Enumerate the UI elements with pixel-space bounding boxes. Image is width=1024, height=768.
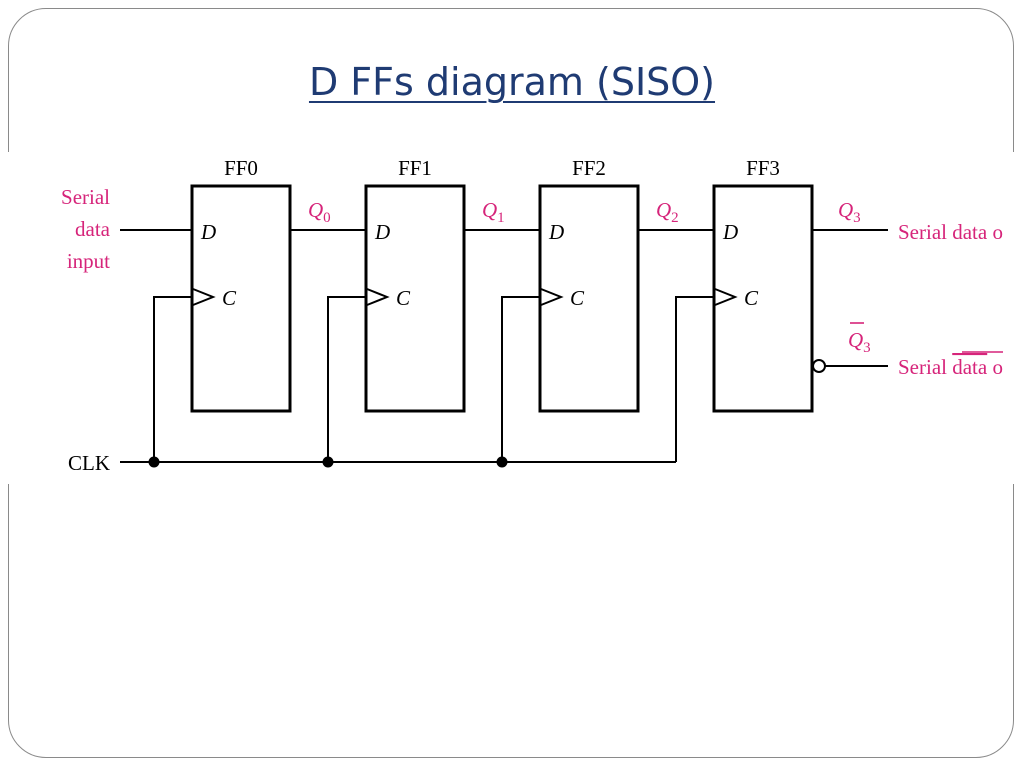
diagram-panel: Serial data input CLK FF0 D C Q0 — [0, 152, 1024, 484]
ff2-d-pin-label: D — [548, 220, 564, 244]
clk-branch-ff0 — [153, 296, 192, 462]
flipflop-ff3: FF3 D C Q3 — [712, 156, 861, 413]
ff2-c-pin-label: C — [570, 286, 585, 310]
ff3-clock-triangle-icon — [714, 288, 738, 306]
slide-title: D FFs diagram (SISO) — [308, 60, 716, 104]
flipflop-ff2: FF2 D C Q2 — [538, 156, 679, 413]
ff1-clock-triangle-icon — [366, 288, 390, 306]
clk-branch-ff1 — [327, 296, 366, 462]
serial-input-label-line3: input — [67, 249, 110, 273]
q3-label: Q3 — [838, 198, 861, 226]
q0-label: Q0 — [308, 198, 331, 226]
clk-junction-dot-ff0 — [148, 456, 160, 468]
ff0-c-pin-label: C — [222, 286, 237, 310]
ff3-name-label: FF3 — [746, 156, 780, 180]
flipflop-ff0: FF0 D C Q0 — [190, 156, 331, 413]
flipflop-ff1: FF1 D C Q1 — [364, 156, 505, 413]
siso-shift-register-diagram: Serial data input CLK FF0 D C Q0 — [61, 156, 1003, 475]
ff3-d-pin-label: D — [722, 220, 738, 244]
ff0-clock-triangle-icon — [192, 288, 216, 306]
serial-input-label-line1: Serial — [61, 185, 110, 209]
serial-input-label-line2: data — [75, 217, 111, 241]
ff2-clock-triangle-icon — [540, 288, 564, 306]
serial-data-inverted-output-label: Serial data o — [898, 355, 1003, 379]
clk-branch-ff3 — [675, 296, 714, 462]
ff3-c-pin-label: C — [744, 286, 759, 310]
q2-label: Q2 — [656, 198, 679, 226]
ff0-d-pin-label: D — [200, 220, 216, 244]
ff0-box — [190, 184, 292, 413]
clk-junction-dot-ff2 — [496, 456, 508, 468]
q3-bar-inversion-bubble-icon — [812, 359, 826, 373]
ff1-d-pin-label: D — [374, 220, 390, 244]
clk-branch-ff2 — [501, 296, 540, 462]
serial-data-output-label: Serial data o — [898, 220, 1003, 244]
ff1-name-label: FF1 — [398, 156, 432, 180]
ff1-c-pin-label: C — [396, 286, 411, 310]
ff2-name-label: FF2 — [572, 156, 606, 180]
ff0-name-label: FF0 — [224, 156, 258, 180]
q1-label: Q1 — [482, 198, 505, 226]
clk-label: CLK — [68, 451, 110, 475]
clk-junction-dot-ff1 — [322, 456, 334, 468]
q3-bar-label: Q3 — [848, 328, 871, 356]
